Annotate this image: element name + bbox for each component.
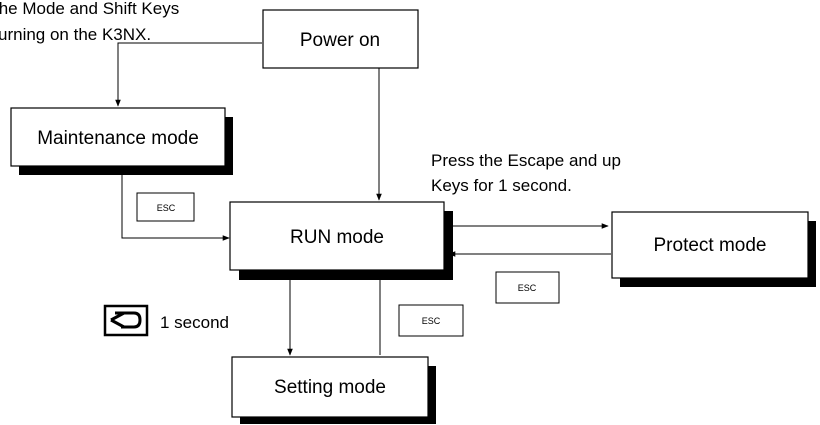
node-setting-mode-label: Setting mode bbox=[274, 377, 386, 398]
edges bbox=[115, 42, 611, 356]
edge-maintenance-to-run bbox=[121, 163, 230, 241]
esc-key-setting: ESC bbox=[398, 304, 464, 337]
node-setting-mode: Setting mode bbox=[231, 356, 436, 424]
node-run-mode: RUN mode bbox=[229, 201, 453, 280]
label-one-second: 1 second bbox=[160, 313, 229, 332]
node-protect-mode: Protect mode bbox=[611, 211, 816, 287]
label-escape-up-line-2: Keys for 1 second. bbox=[431, 176, 572, 195]
node-run-mode-label: RUN mode bbox=[290, 227, 384, 248]
esc-key-protect: ESC bbox=[495, 271, 560, 304]
mode-key-icon bbox=[103, 304, 149, 337]
node-maintenance-mode-label: Maintenance mode bbox=[37, 128, 199, 149]
edge-power-to-maintenance bbox=[115, 42, 262, 107]
note-line-1: the Mode and Shift Keys bbox=[0, 0, 179, 18]
esc-key-protect-label: ESC bbox=[518, 283, 537, 293]
esc-key-maintenance-label: ESC bbox=[157, 203, 176, 213]
node-power-on-label: Power on bbox=[300, 30, 380, 51]
label-escape-up-line-1: Press the Escape and up bbox=[431, 151, 621, 170]
node-maintenance-mode: Maintenance mode bbox=[10, 107, 233, 175]
note-line-2: urning on the K3NX. bbox=[0, 25, 151, 44]
esc-key-maintenance: ESC bbox=[136, 192, 195, 222]
esc-key-setting-label: ESC bbox=[422, 316, 441, 326]
node-protect-mode-label: Protect mode bbox=[654, 235, 767, 256]
node-power-on: Power on bbox=[262, 9, 419, 69]
